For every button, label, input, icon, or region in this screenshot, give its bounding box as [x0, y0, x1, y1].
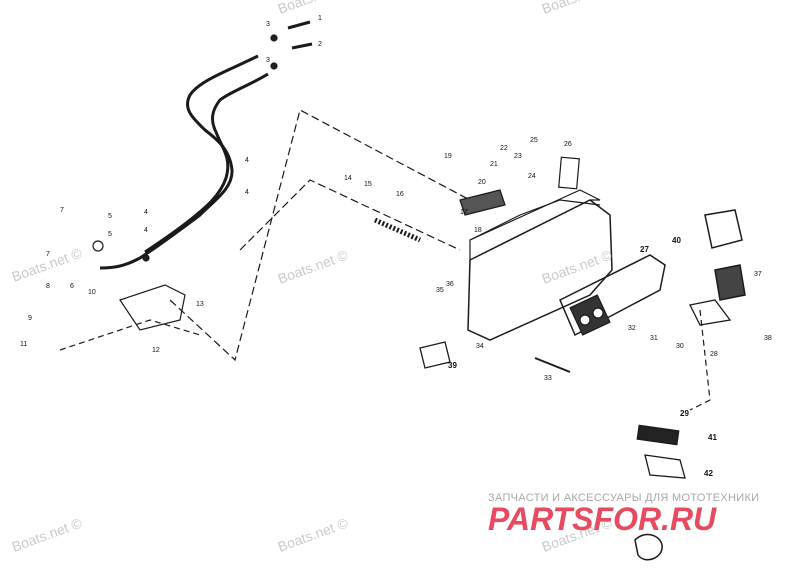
callout-1: 1	[318, 15, 322, 22]
callout-21: 21	[490, 161, 498, 168]
pin-2	[291, 42, 313, 50]
callout-36: 36	[446, 281, 454, 288]
callout-8: 8	[46, 283, 50, 290]
callout-3: 3	[266, 57, 270, 64]
callout-11: 11	[20, 341, 27, 348]
callout-3: 3	[266, 21, 270, 28]
faceplate	[559, 254, 666, 337]
link-rod	[534, 357, 571, 373]
callout-12: 12	[152, 347, 160, 354]
watermark-text: Boats.net ©	[10, 514, 85, 554]
callout-10: 10	[88, 289, 96, 296]
callout-4: 4	[144, 209, 148, 216]
shift-cable	[144, 72, 269, 254]
bracket-41	[419, 341, 451, 369]
callout-2: 2	[318, 41, 322, 48]
callout-30: 30	[676, 343, 684, 350]
callout-40: 40	[672, 236, 681, 245]
watermark-text: Boats.net ©	[540, 0, 615, 17]
callout-13: 13	[196, 301, 204, 308]
callout-4: 4	[144, 227, 148, 234]
callout-16: 16	[396, 191, 404, 198]
callout-14: 14	[344, 175, 352, 182]
gauge-right	[592, 307, 604, 319]
callout-34: 34	[476, 343, 484, 350]
callout-4: 4	[245, 157, 249, 164]
leader-line-bottom	[59, 319, 201, 351]
callout-26: 26	[564, 141, 572, 148]
callout-15: 15	[364, 181, 372, 188]
lever-assembly	[119, 284, 186, 331]
callout-25: 25	[530, 137, 538, 144]
callout-44: 44	[0, 0, 9, 2]
callout-28: 28	[710, 351, 718, 358]
callout-29: 29	[680, 409, 689, 418]
callout-42: 42	[704, 469, 713, 478]
control-box-housing	[467, 199, 613, 341]
callout-38: 38	[764, 335, 772, 342]
pin-1	[287, 20, 311, 30]
callout-19: 19	[444, 153, 452, 160]
callout-4: 4	[245, 189, 249, 196]
gauge-left	[579, 314, 591, 326]
leader-line-right	[689, 309, 711, 411]
watermark-text: Boats.net ©	[276, 514, 351, 554]
washer-3b	[270, 62, 278, 70]
callout-24: 24	[528, 173, 536, 180]
callout-23: 23	[514, 153, 522, 160]
leader-line-main	[169, 109, 471, 362]
callout-6: 6	[70, 283, 74, 290]
callout-31: 31	[650, 335, 658, 342]
callout-17: 17	[460, 209, 468, 216]
nut-3	[142, 254, 150, 262]
callout-35: 35	[436, 287, 444, 294]
plate-26	[558, 156, 580, 190]
watermark-text: Boats.net ©	[276, 246, 351, 286]
cable-end-4	[92, 240, 104, 252]
brand-logo-text: PARTSFOR.RU	[488, 501, 717, 536]
callout-32: 32	[628, 325, 636, 332]
callout-5: 5	[108, 231, 112, 238]
callout-27: 27	[640, 245, 649, 254]
switch-body	[714, 264, 746, 301]
callout-5: 5	[108, 213, 112, 220]
pedal-pad	[636, 424, 680, 446]
washer-3	[270, 34, 278, 42]
throttle-cable	[99, 54, 259, 270]
cylinder	[459, 189, 506, 216]
callout-9: 9	[28, 315, 32, 322]
callout-41: 41	[708, 433, 717, 442]
callout-7: 7	[60, 207, 64, 214]
callout-22: 22	[500, 145, 508, 152]
control-box-top	[469, 189, 601, 260]
brand-tagline: ЗАПЧАСТИ И АКСЕССУАРЫ ДЛЯ МОТОТЕХНИКИ	[488, 492, 760, 504]
mounting-bracket	[689, 299, 732, 326]
callout-39: 39	[448, 361, 457, 370]
switch-cover	[704, 209, 743, 249]
watermark-text: Boats.net ©	[276, 0, 351, 17]
callout-18: 18	[474, 227, 482, 234]
callout-7: 7	[46, 251, 50, 258]
clamp-bracket	[644, 454, 686, 479]
brand-logo: PARTSFOR.RU	[488, 501, 717, 536]
watermark-layer: Boats.net © Boats.net © Boats.net © Boats.n…	[10, 0, 615, 555]
spring	[373, 217, 422, 243]
faceplate-panel	[569, 294, 611, 336]
control-box-lid	[469, 199, 601, 241]
knob	[634, 533, 663, 561]
callout-37: 37	[754, 271, 762, 278]
leader-line-secondary	[239, 179, 461, 251]
callout-43: 43	[0, 0, 9, 2]
callout-33: 33	[544, 375, 552, 382]
callout-labels: 1233444455677891011121314151617181920212…	[0, 0, 772, 478]
callout-20: 20	[478, 179, 486, 186]
